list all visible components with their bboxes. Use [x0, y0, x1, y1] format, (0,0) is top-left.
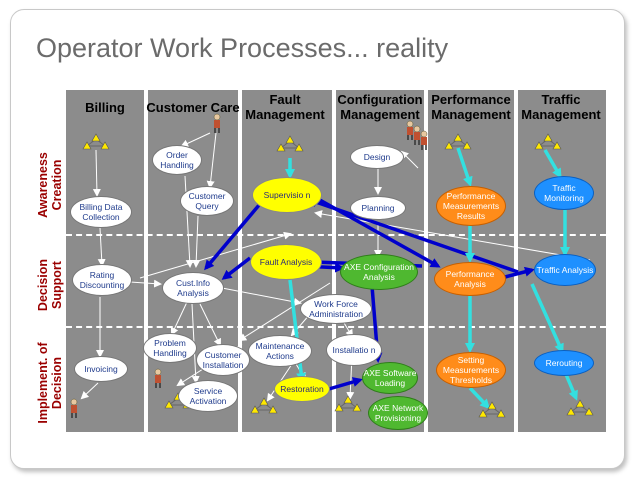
column-header-billing: Billing: [85, 100, 125, 115]
column-header-customer-care: Customer Care: [146, 100, 240, 115]
column-header-performance-management: Performance Management: [431, 92, 511, 122]
slide-title: Operator Work Processes... reality: [36, 33, 449, 63]
person-icon: [420, 130, 428, 150]
column-header-fault-management: Fault Management: [245, 92, 325, 122]
node-fault-analysis[interactable]: Fault Analysis: [250, 244, 322, 280]
network-icon: [478, 401, 506, 418]
node-performance-analysis[interactable]: Performance Analysis: [434, 262, 506, 296]
node-invoicing[interactable]: Invoicing: [74, 356, 128, 382]
network-icon: [444, 133, 472, 150]
node-installation[interactable]: Installatio n: [326, 334, 382, 366]
person-icon: [154, 368, 162, 388]
node-customer-query[interactable]: Customer Query: [180, 186, 234, 216]
node-axe-configuration-analysis[interactable]: AXE Configuration Analysis: [340, 254, 418, 290]
node-restoration[interactable]: Restoration: [274, 376, 330, 402]
node-customer-installation[interactable]: Customer Installation: [196, 344, 250, 376]
column-header-configuration-management: Configuration Management: [337, 92, 423, 122]
node-rating-discounting[interactable]: Rating Discounting: [72, 264, 132, 296]
person-icon: [406, 120, 414, 140]
node-cust-info-analysis[interactable]: Cust.Info Analysis: [162, 272, 224, 304]
network-icon: [566, 399, 594, 416]
node-traffic-analysis[interactable]: Traffic Analysis: [534, 254, 596, 286]
node-supervision[interactable]: Supervisio n: [252, 177, 322, 213]
column-header-traffic-management: Traffic Management: [521, 92, 601, 122]
node-maintenance-actions[interactable]: Maintenance Actions: [248, 335, 312, 367]
cyan-connectors: [285, 147, 578, 410]
row-divider-1: [66, 234, 606, 236]
network-icon: [534, 133, 562, 150]
node-performance-measurements-results[interactable]: Performance Measurements Results: [436, 186, 506, 226]
node-work-force-administration[interactable]: Work Force Administration: [300, 294, 372, 324]
node-order-handling[interactable]: Order Handling: [152, 145, 202, 175]
network-icon: [82, 133, 110, 150]
network-icon: [250, 397, 278, 414]
node-axe-software-loading[interactable]: AXE Software Loading: [362, 362, 418, 394]
network-icon: [276, 135, 304, 152]
person-icon: [213, 113, 221, 133]
network-icon: [334, 395, 362, 412]
node-planning[interactable]: Planning: [350, 196, 406, 220]
row-divider-2: [66, 326, 606, 328]
node-rerouting[interactable]: Rerouting: [534, 350, 594, 376]
node-traffic-monitoring[interactable]: Traffic Monitoring: [534, 176, 594, 210]
node-service-activation[interactable]: Service Activation: [178, 380, 238, 412]
node-setting-measurements-thresholds[interactable]: Setting Measurements Thresholds: [436, 352, 506, 388]
node-billing-data-collection[interactable]: Billing Data Collection: [70, 196, 132, 228]
node-problem-handling[interactable]: Problem Handling: [143, 333, 197, 363]
node-design[interactable]: Design: [350, 145, 404, 169]
person-icon: [70, 398, 78, 418]
person-icon: [413, 125, 421, 145]
node-axe-network-provisioning[interactable]: AXE Network Provisioning: [368, 396, 428, 430]
